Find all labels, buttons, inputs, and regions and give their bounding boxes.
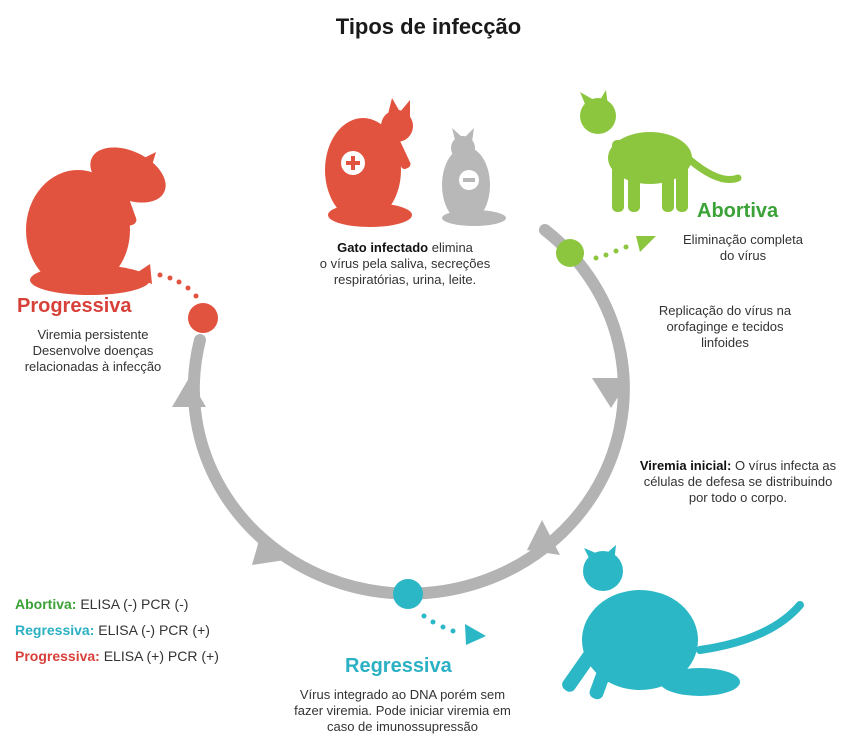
cycle-arrow-bottom-left bbox=[252, 530, 285, 565]
red-cat-icon bbox=[26, 147, 166, 295]
center-line3: respiratórias, urina, leite. bbox=[333, 272, 477, 287]
regressiva-line1: Vírus integrado ao DNA porém sem bbox=[299, 687, 506, 702]
legend-row-progressiva: Progressiva: ELISA (+) PCR (+) bbox=[15, 646, 219, 666]
cycle-arrow-lower-right bbox=[527, 520, 560, 555]
legend-label: Regressiva: bbox=[15, 622, 95, 638]
abortiva-heading: Abortiva bbox=[697, 200, 779, 222]
abortiva-line1: Eliminação completa bbox=[683, 232, 803, 247]
viremia-rest: O vírus infecta as bbox=[731, 458, 837, 473]
abortiva-description: Eliminação completa do vírus bbox=[668, 232, 818, 264]
progressiva-line3: relacionadas à infecção bbox=[24, 359, 162, 374]
progressiva-node bbox=[188, 303, 218, 333]
legend-value: ELISA (-) PCR (+) bbox=[94, 622, 210, 638]
regressiva-node bbox=[393, 579, 423, 609]
viremia-bold: Viremia inicial: bbox=[639, 458, 732, 473]
positive-cat-icon bbox=[325, 98, 413, 227]
plus-badge-icon bbox=[341, 151, 365, 175]
regressiva-dotted-arrow bbox=[421, 613, 486, 645]
abortiva-dotted-arrow bbox=[593, 236, 656, 261]
progressiva-line2: Desenvolve doenças bbox=[32, 343, 154, 358]
center-rest: elimina bbox=[428, 240, 473, 255]
replication-line2: orofaginge e tecidos bbox=[666, 319, 784, 334]
legend-value: ELISA (+) PCR (+) bbox=[99, 648, 219, 664]
viremia-line3: por todo o corpo. bbox=[688, 490, 788, 505]
legend-label: Abortiva: bbox=[15, 596, 77, 612]
center-bold: Gato infectado bbox=[337, 240, 429, 255]
green-cat-icon bbox=[580, 90, 742, 212]
abortiva-node bbox=[556, 239, 584, 267]
viremia-line2: células de defesa se distribuindo bbox=[643, 474, 833, 489]
cycle-arc bbox=[187, 224, 630, 600]
regressiva-heading: Regressiva bbox=[345, 655, 452, 677]
test-legend: Abortiva: ELISA (-) PCR (-) Regressiva: … bbox=[15, 594, 219, 666]
viremia-description: Viremia inicial: O vírus infecta as célu… bbox=[622, 458, 854, 506]
cycle-arrow-right bbox=[592, 378, 630, 408]
replication-line1: Replicação do vírus na bbox=[658, 303, 792, 318]
cycle-arrow-left bbox=[172, 378, 206, 407]
replication-description: Replicação do vírus na orofaginge e teci… bbox=[640, 303, 810, 351]
legend-row-regressiva: Regressiva: ELISA (-) PCR (+) bbox=[15, 620, 219, 640]
abortiva-line2: do vírus bbox=[719, 248, 767, 263]
regressiva-description: Vírus integrado ao DNA porém sem fazer v… bbox=[270, 687, 535, 735]
center-line2: o vírus pela saliva, secreções bbox=[319, 256, 491, 271]
minus-badge-icon bbox=[459, 170, 479, 190]
regressiva-line2: fazer viremia. Pode iniciar viremia em bbox=[294, 703, 511, 718]
legend-value: ELISA (-) PCR (-) bbox=[76, 596, 189, 612]
progressiva-heading: Progressiva bbox=[17, 295, 132, 317]
teal-cat-icon bbox=[562, 545, 804, 700]
legend-row-abortiva: Abortiva: ELISA (-) PCR (-) bbox=[15, 594, 219, 614]
diagram-title: Tipos de infecção bbox=[335, 14, 522, 39]
legend-label: Progressiva: bbox=[15, 648, 100, 664]
progressiva-line1: Viremia persistente bbox=[37, 327, 149, 342]
center-description: Gato infectado elimina o vírus pela sali… bbox=[290, 240, 520, 288]
replication-line3: linfoides bbox=[701, 335, 749, 350]
regressiva-line3: caso de imunossupressão bbox=[326, 719, 479, 734]
progressiva-description: Viremia persistente Desenvolve doenças r… bbox=[8, 327, 178, 375]
